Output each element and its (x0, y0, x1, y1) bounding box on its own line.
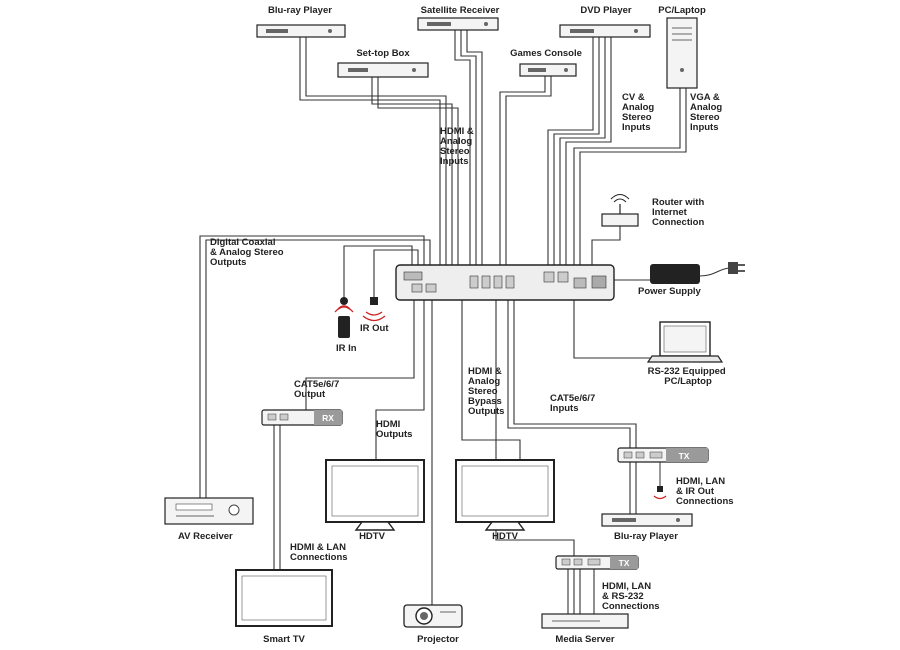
hdmi-inputs-label: HDMI & Analog Stereo Inputs (440, 126, 476, 167)
games-console (519, 63, 577, 77)
bluray-player-top (256, 24, 346, 38)
ir-receiver (334, 297, 354, 338)
hdtv-1 (325, 459, 425, 531)
projector-label: Projector (417, 634, 459, 645)
media-server-label: Media Server (555, 634, 614, 645)
smart-tv-label: Smart TV (263, 634, 305, 645)
settop-label: Set-top Box (356, 48, 410, 59)
router-label: Router with Internet Connection (652, 197, 707, 228)
tx-ir-emitter (653, 462, 667, 500)
hdmi-outputs-label: HDMI Outputs (376, 419, 412, 440)
tx-transmitter-2 (555, 555, 639, 570)
satellite-receiver (417, 17, 499, 31)
tx-badge: TX (679, 451, 690, 461)
cat-inputs-label: CAT5e/6/7 Inputs (550, 393, 598, 414)
tx-badge-2: TX (619, 558, 630, 568)
games-label: Games Console (510, 48, 582, 59)
satellite-label: Satellite Receiver (421, 5, 500, 16)
hdtv1-label: HDTV (359, 531, 386, 542)
dvd-player (559, 24, 651, 38)
av-receiver (164, 497, 254, 525)
hdtv-2 (455, 459, 555, 531)
rs232-laptop (646, 321, 724, 363)
cat-output-label: CAT5e/6/7 Output (294, 379, 342, 400)
ir-out-label: IR Out (360, 323, 389, 334)
rx-receiver (261, 409, 343, 426)
cables (199, 30, 731, 614)
bypass-outputs-label: HDMI & Analog Stereo Bypass Outputs (468, 366, 504, 417)
router (601, 194, 639, 227)
bluray-bottom-label: Blu-ray Player (614, 531, 678, 542)
tx-transmitter-1 (617, 447, 709, 463)
power-label: Power Supply (638, 286, 702, 297)
bluray-player-bottom (601, 513, 693, 527)
cv-inputs-label: CV & Analog Stereo Inputs (622, 92, 657, 133)
media-server (541, 613, 629, 629)
projector (403, 604, 463, 628)
settop-box (337, 62, 429, 78)
rx-badge: RX (322, 413, 334, 423)
pc-tower (666, 17, 698, 89)
hdmi-lan-label: HDMI & LAN Connections (290, 542, 349, 563)
av-receiver-label: AV Receiver (178, 531, 233, 542)
digital-outputs-label: Digital Coaxial & Analog Stereo Outputs (210, 237, 286, 268)
rs232-label: RS-232 Equipped PC/Laptop (648, 366, 729, 387)
ir-in-label: IR In (336, 343, 357, 354)
dvd-label: DVD Player (580, 5, 632, 16)
hdtv2-label: HDTV (492, 531, 519, 542)
pc-label: PC/Laptop (658, 5, 706, 16)
matrix-switcher (395, 264, 615, 301)
vga-inputs-label: VGA & Analog Stereo Inputs (690, 92, 725, 133)
hdmi-lan-ir-label: HDMI, LAN & IR Out Connections (676, 476, 734, 507)
hdmi-lan-rs232-label: HDMI, LAN & RS-232 Connections (602, 581, 660, 612)
power-supply (650, 262, 745, 284)
ir-emitter (362, 297, 386, 322)
bluray-top-label: Blu-ray Player (268, 5, 332, 16)
smart-tv (235, 569, 333, 627)
